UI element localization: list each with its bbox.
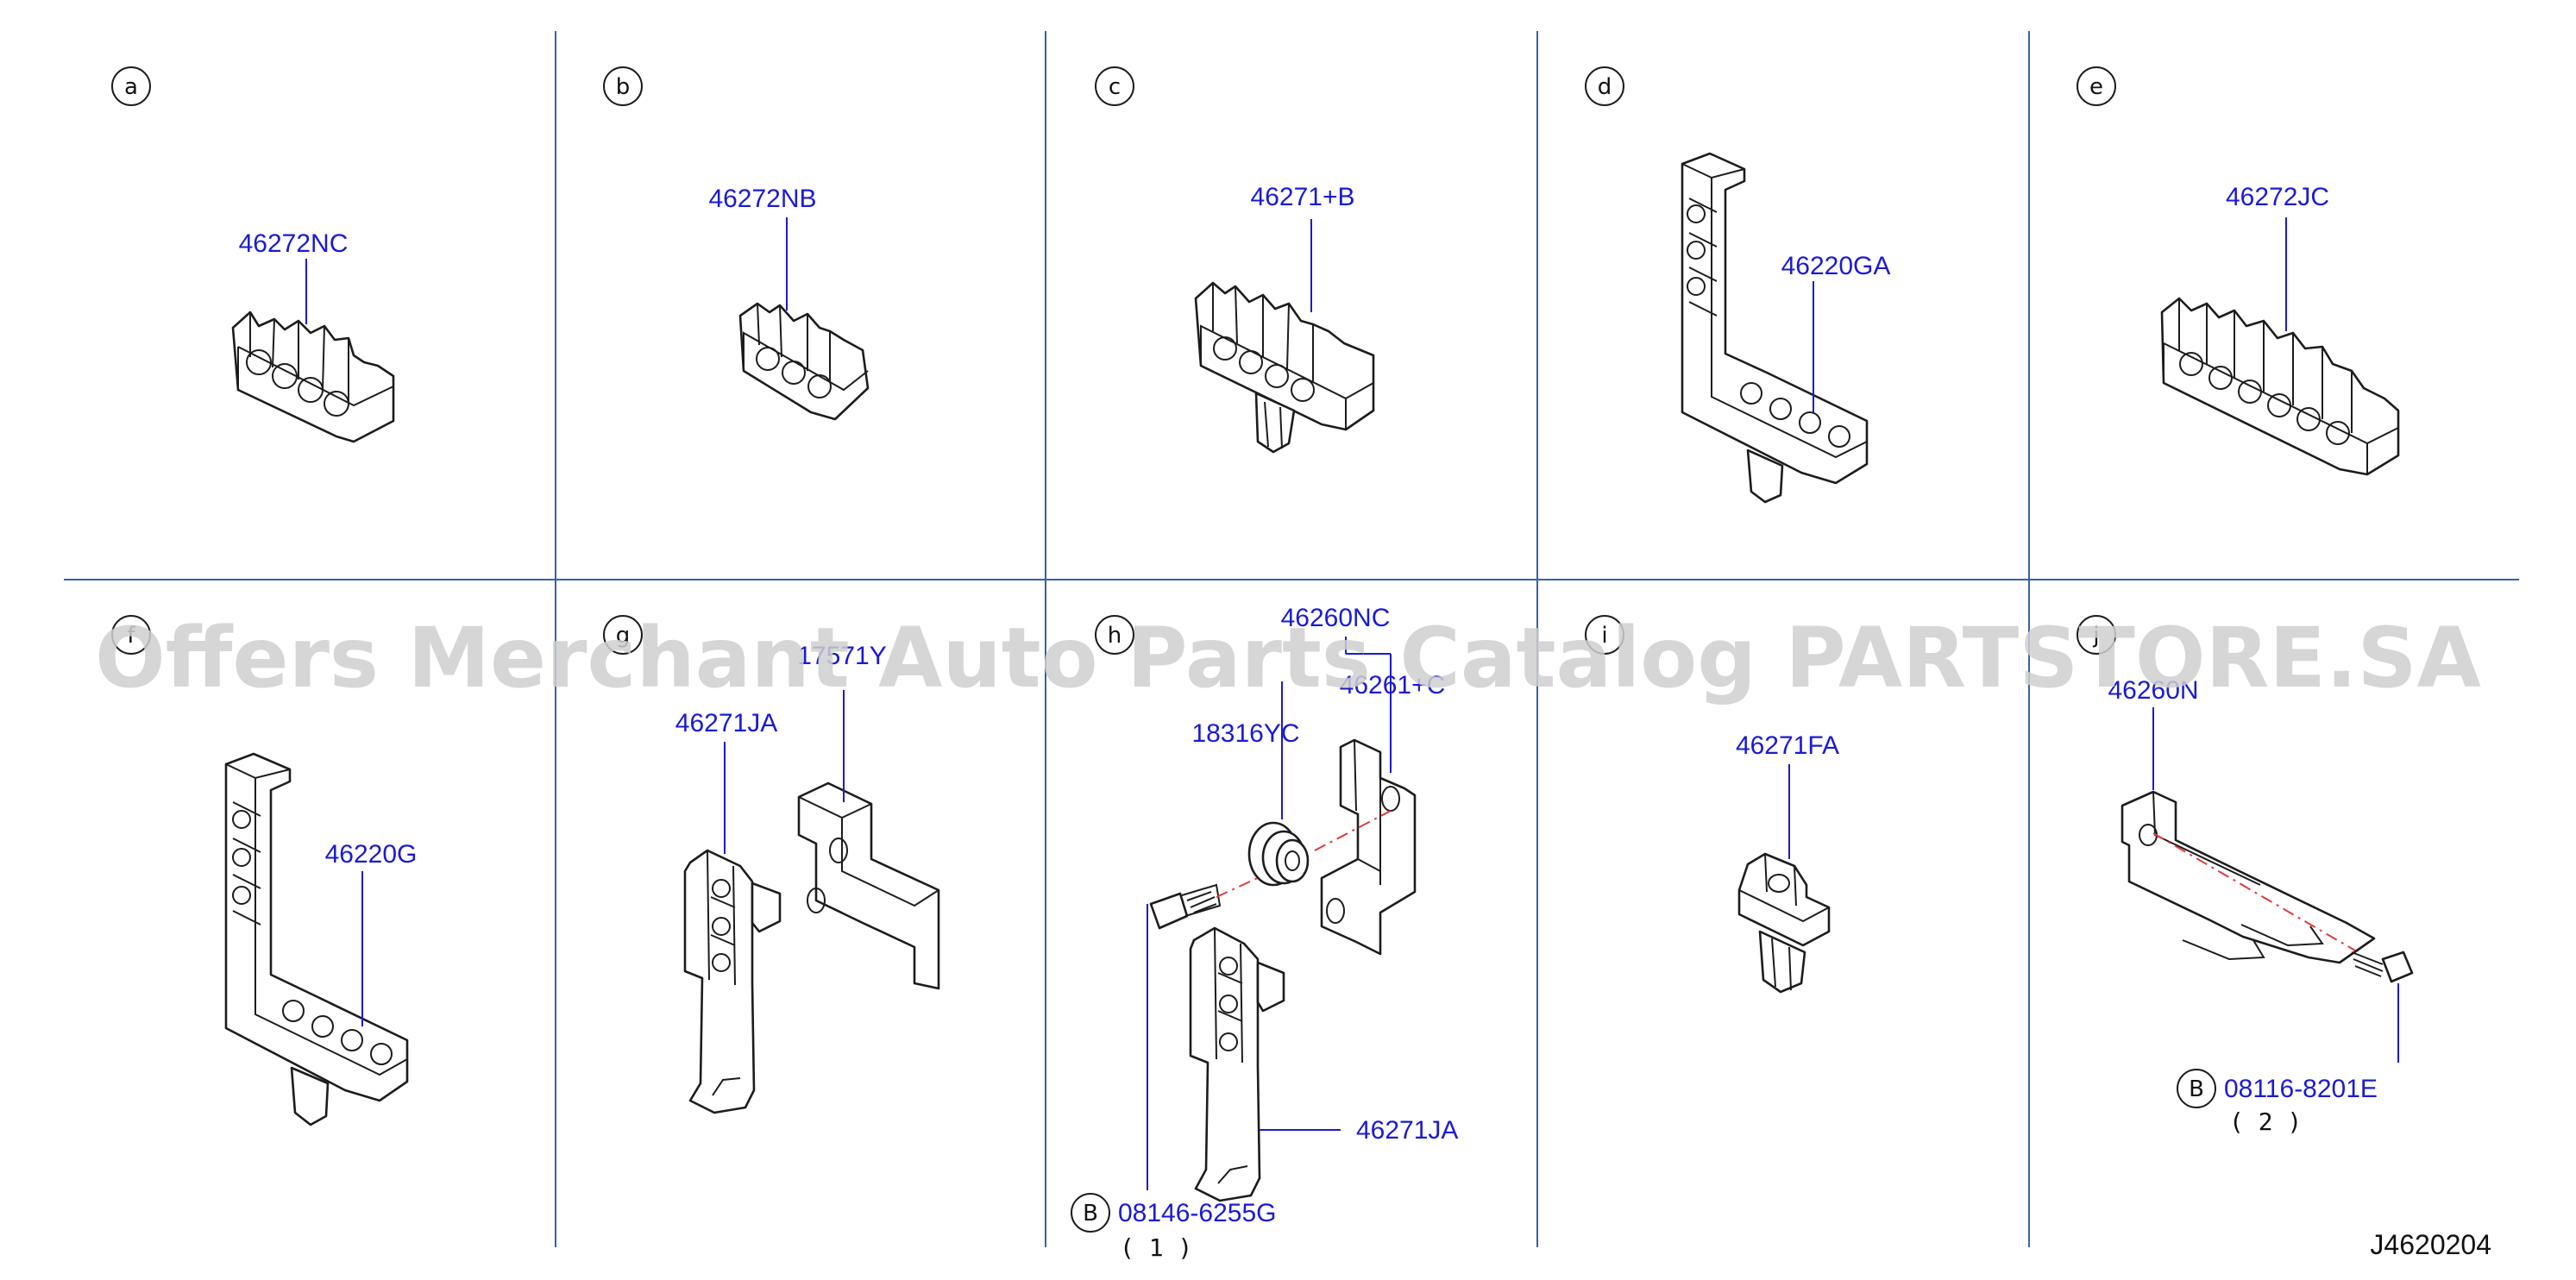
part-number-g-bracket[interactable]: 17571Y (797, 642, 886, 670)
part-i-clip[interactable] (1737, 852, 1831, 994)
panel-grid (64, 31, 2519, 1247)
part-c-clip[interactable] (1194, 281, 1375, 454)
part-g-clip[interactable] (683, 849, 782, 1114)
section-marker-f[interactable]: f (111, 615, 151, 655)
part-number-i[interactable]: 46271FA (1736, 731, 1839, 760)
quantity-h-bolt: ( 1 ) (1120, 1233, 1192, 1262)
part-j-bracket[interactable] (2120, 790, 2376, 964)
part-a-clip[interactable] (231, 311, 395, 443)
bolt-marker-h[interactable]: B (1071, 1193, 1110, 1233)
svg-text:e: e (2089, 74, 2103, 100)
part-number-c[interactable]: 46271+B (1251, 183, 1355, 211)
svg-text:h: h (1108, 623, 1122, 649)
svg-text:b: b (616, 74, 631, 100)
part-number-h-top[interactable]: 46260NC (1281, 604, 1391, 632)
part-g-bracket[interactable] (797, 781, 940, 990)
section-marker-i[interactable]: i (1585, 615, 1624, 655)
part-number-f[interactable]: 46220G (325, 840, 418, 869)
part-number-e[interactable]: 46272JC (2226, 183, 2329, 211)
section-markers: a b c d e f g h i j (111, 66, 2116, 655)
section-marker-b[interactable]: b (603, 66, 643, 106)
quantity-j-bolt: ( 2 ) (2229, 1107, 2302, 1136)
svg-text:g: g (616, 623, 631, 649)
part-h-bracket[interactable] (1320, 738, 1417, 956)
section-marker-g[interactable]: g (603, 615, 643, 655)
section-marker-h[interactable]: h (1095, 615, 1134, 655)
part-number-h-clip[interactable]: 46271JA (1356, 1116, 1458, 1145)
svg-text:d: d (1598, 74, 1612, 100)
svg-text:a: a (124, 74, 138, 100)
part-f-clip[interactable] (224, 752, 409, 1126)
section-marker-e[interactable]: e (2077, 66, 2116, 106)
svg-text:j: j (2092, 623, 2099, 649)
part-h-bolt[interactable] (1149, 883, 1222, 930)
part-number-j-bolt[interactable]: 08116-8201E (2224, 1075, 2378, 1103)
part-e-clip[interactable] (2160, 297, 2400, 476)
svg-text:B: B (2189, 1076, 2204, 1102)
bolt-marker-j[interactable]: B (2177, 1069, 2216, 1108)
svg-text:c: c (1109, 74, 1121, 100)
section-marker-c[interactable]: c (1095, 66, 1134, 106)
section-marker-a[interactable]: a (111, 66, 151, 106)
part-j-bolt[interactable] (2351, 951, 2414, 983)
section-marker-j[interactable]: j (2077, 615, 2116, 655)
section-marker-d[interactable]: d (1585, 66, 1624, 106)
part-number-h-grommet[interactable]: 18316YC (1191, 719, 1299, 748)
part-number-j-bracket[interactable]: 46260N (2108, 676, 2198, 705)
part-number-d[interactable]: 46220GA (1781, 252, 1891, 280)
diagram-reference: J4620204 (2370, 1229, 2491, 1260)
part-number-h-mid[interactable]: 46261+C (1340, 671, 1446, 700)
svg-text:B: B (1083, 1201, 1098, 1227)
part-h-clip[interactable] (1189, 926, 1285, 1202)
part-d-clip[interactable] (1681, 152, 1869, 504)
watermark: Offers Merchant Auto Parts Catalog PARTS… (95, 610, 2481, 706)
part-number-g-clip[interactable]: 46271JA (675, 709, 777, 737)
part-number-a[interactable]: 46272NC (239, 229, 349, 258)
part-number-h-bolt[interactable]: 08146-6255G (1118, 1199, 1277, 1227)
part-b-clip[interactable] (738, 302, 870, 421)
svg-text:f: f (127, 623, 135, 649)
svg-text:i: i (1601, 623, 1607, 649)
part-number-b[interactable]: 46272NB (708, 185, 816, 213)
part-h-grommet[interactable] (1247, 821, 1310, 887)
